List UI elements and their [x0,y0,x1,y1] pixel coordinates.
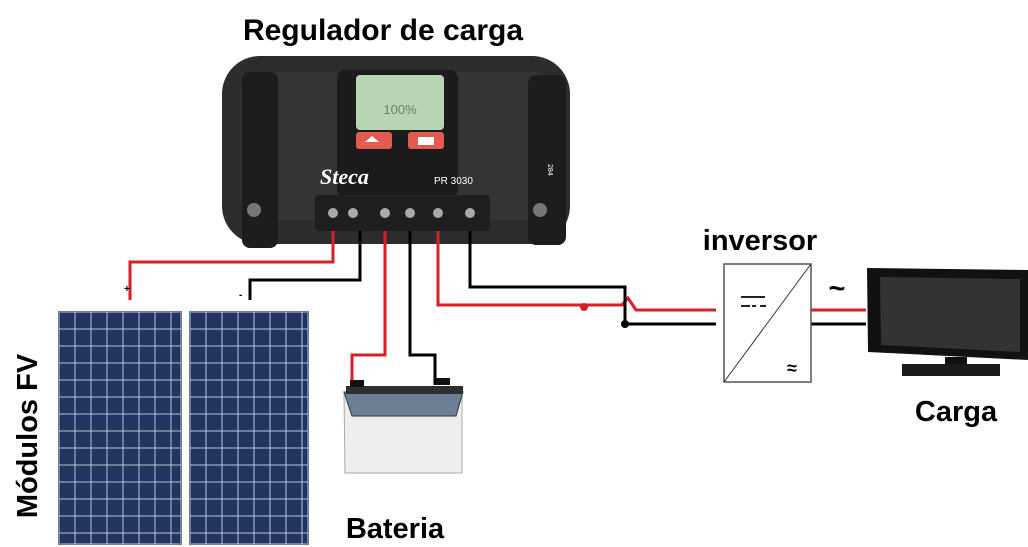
enter-icon [418,137,434,145]
wiring [128,231,866,385]
inverter [723,263,812,383]
charge-controller: 100% Steca PR 3030 284 [222,56,570,248]
controller-title: Regulador de carga [243,14,523,47]
load-label: Carga [915,396,998,428]
modules-label: Módulos FV [12,353,44,518]
tv-load [867,268,1028,376]
battery [343,378,464,474]
solar-modules [58,311,309,545]
model-label: PR 3030 [434,176,473,187]
dc-symbol: ≈ [787,358,797,378]
lcd-display [356,75,444,130]
terminal-block [315,195,490,231]
battery-label: Bateria [346,513,445,545]
inverter-label: inversor [703,225,817,257]
ac-symbol: ~ [829,273,846,305]
down-arrow-icon [365,136,379,142]
panel-minus: - [239,290,242,301]
display-value: 100% [383,102,417,117]
panel-plus: + [124,284,130,295]
side-label: 284 [546,164,553,176]
brand-logo: Steca [320,164,369,189]
